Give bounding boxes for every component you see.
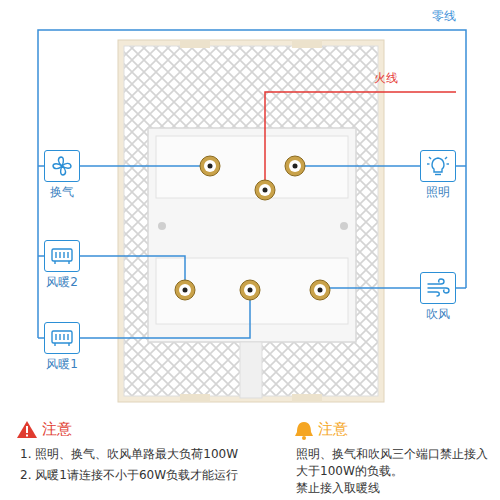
note-item: 2. 风暖1请连接不小于60W负载才能运行 [20,467,292,484]
live-wire [265,92,456,181]
load-wire [80,166,420,338]
note-text: 照明、换气和吹风三个端口禁止接入大于100W的负载。 [296,446,496,480]
switch-back-plate [148,128,356,342]
note-text: 禁止接入取暖线 [296,480,496,497]
warning-icon [17,421,37,438]
icon-box [44,150,80,182]
load-label: 照明 [425,185,451,199]
note-heading: 注意 [318,419,348,439]
load-label: 风暖2 [45,275,79,289]
bell-icon [295,422,313,440]
load-icon-node: 吹风 [416,272,460,321]
icon-box [44,322,80,354]
load-label: 换气 [49,185,75,199]
load-label: 吹风 [425,307,451,321]
load-icon-node: 换气 [40,150,84,199]
icon-box [44,240,80,272]
neutral-wire [38,30,466,338]
load-icon-node: 照明 [416,150,460,199]
load-label: 风暖1 [45,357,79,371]
wire-name: 零线 [432,8,456,25]
terminal-screws [175,156,330,300]
icon-box [420,150,456,182]
wire-name: 火线 [374,70,398,87]
icon-box [420,272,456,304]
load-icon-node: 风暖1 [40,322,84,371]
note-item: 1. 照明、换气、吹风单路最大负荷100W [20,446,292,463]
note-heading: 注意 [42,419,72,439]
load-icon-node: 风暖2 [40,240,84,289]
